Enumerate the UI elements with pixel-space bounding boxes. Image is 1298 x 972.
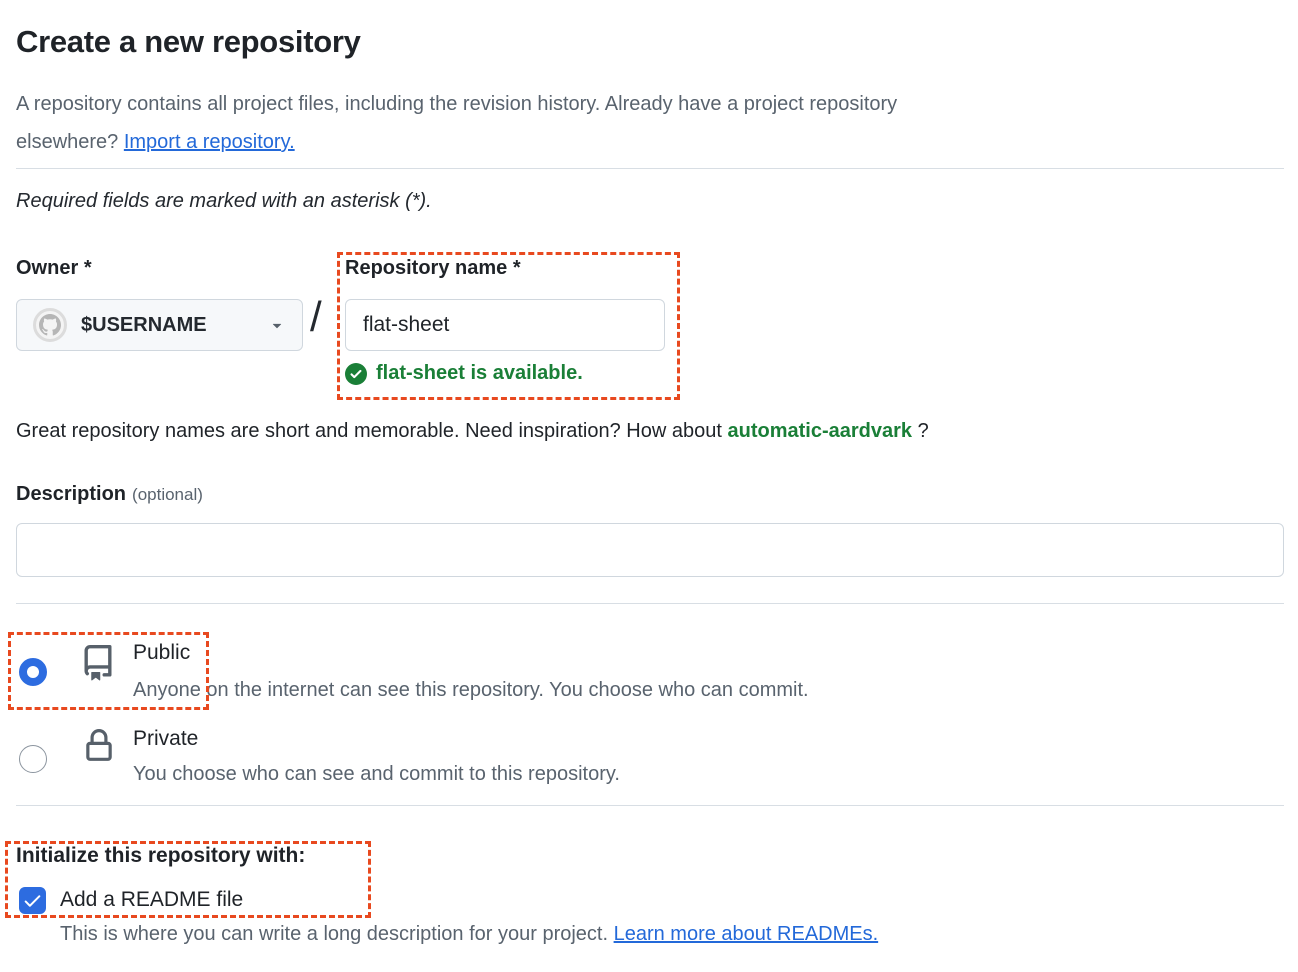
private-option-description: You choose who can see and commit to thi… [133, 763, 620, 785]
public-option-label[interactable]: Public [133, 641, 191, 664]
owner-avatar [33, 308, 67, 342]
lock-icon [82, 729, 116, 763]
description-input[interactable] [16, 523, 1284, 577]
repository-name-label: Repository name * [345, 257, 521, 279]
page-title: Create a new repository [16, 24, 361, 59]
learn-more-readmes-link[interactable]: Learn more about READMEs. [613, 923, 879, 945]
intro-text: A repository contains all project files,… [16, 85, 1246, 161]
divider [16, 168, 1284, 169]
public-radio[interactable] [19, 658, 47, 686]
initialize-heading: Initialize this repository with: [16, 844, 306, 867]
name-suggestion: Great repository names are short and mem… [16, 420, 929, 442]
owner-repo-separator: / [310, 293, 322, 340]
owner-label: Owner * [16, 257, 92, 279]
import-repository-link[interactable]: Import a repository. [123, 131, 295, 153]
readme-help-text: This is where you can write a long descr… [60, 923, 879, 945]
owner-dropdown-button[interactable]: $USERNAME [16, 299, 303, 351]
divider [16, 805, 1284, 806]
description-label: Description(optional) [16, 483, 203, 505]
owner-required-asterisk: * [83, 257, 92, 279]
intro-line2: elsewhere? [16, 131, 124, 153]
public-option-description: Anyone on the internet can see this repo… [133, 679, 809, 701]
required-fields-note: Required fields are marked with an aster… [16, 190, 432, 212]
checkmark-icon [24, 895, 41, 907]
repo-book-icon [80, 645, 116, 681]
readme-checkbox[interactable] [19, 887, 46, 914]
suggested-name-link[interactable]: automatic-aardvark [727, 420, 913, 442]
intro-line1: A repository contains all project files,… [16, 93, 898, 115]
availability-text: flat-sheet is available. [376, 362, 583, 384]
availability-message: flat-sheet is available. [345, 362, 583, 385]
optional-tag: (optional) [132, 485, 203, 504]
owner-name: $USERNAME [81, 313, 207, 336]
readme-checkbox-label[interactable]: Add a README file [60, 888, 244, 911]
check-circle-icon [345, 362, 367, 385]
divider [16, 603, 1284, 604]
github-octocat-icon [39, 314, 61, 336]
private-option-label[interactable]: Private [133, 727, 199, 750]
chevron-down-icon [268, 316, 286, 334]
repo-required-asterisk: * [512, 257, 521, 279]
private-radio[interactable] [19, 745, 47, 773]
repository-name-input[interactable] [345, 299, 665, 351]
